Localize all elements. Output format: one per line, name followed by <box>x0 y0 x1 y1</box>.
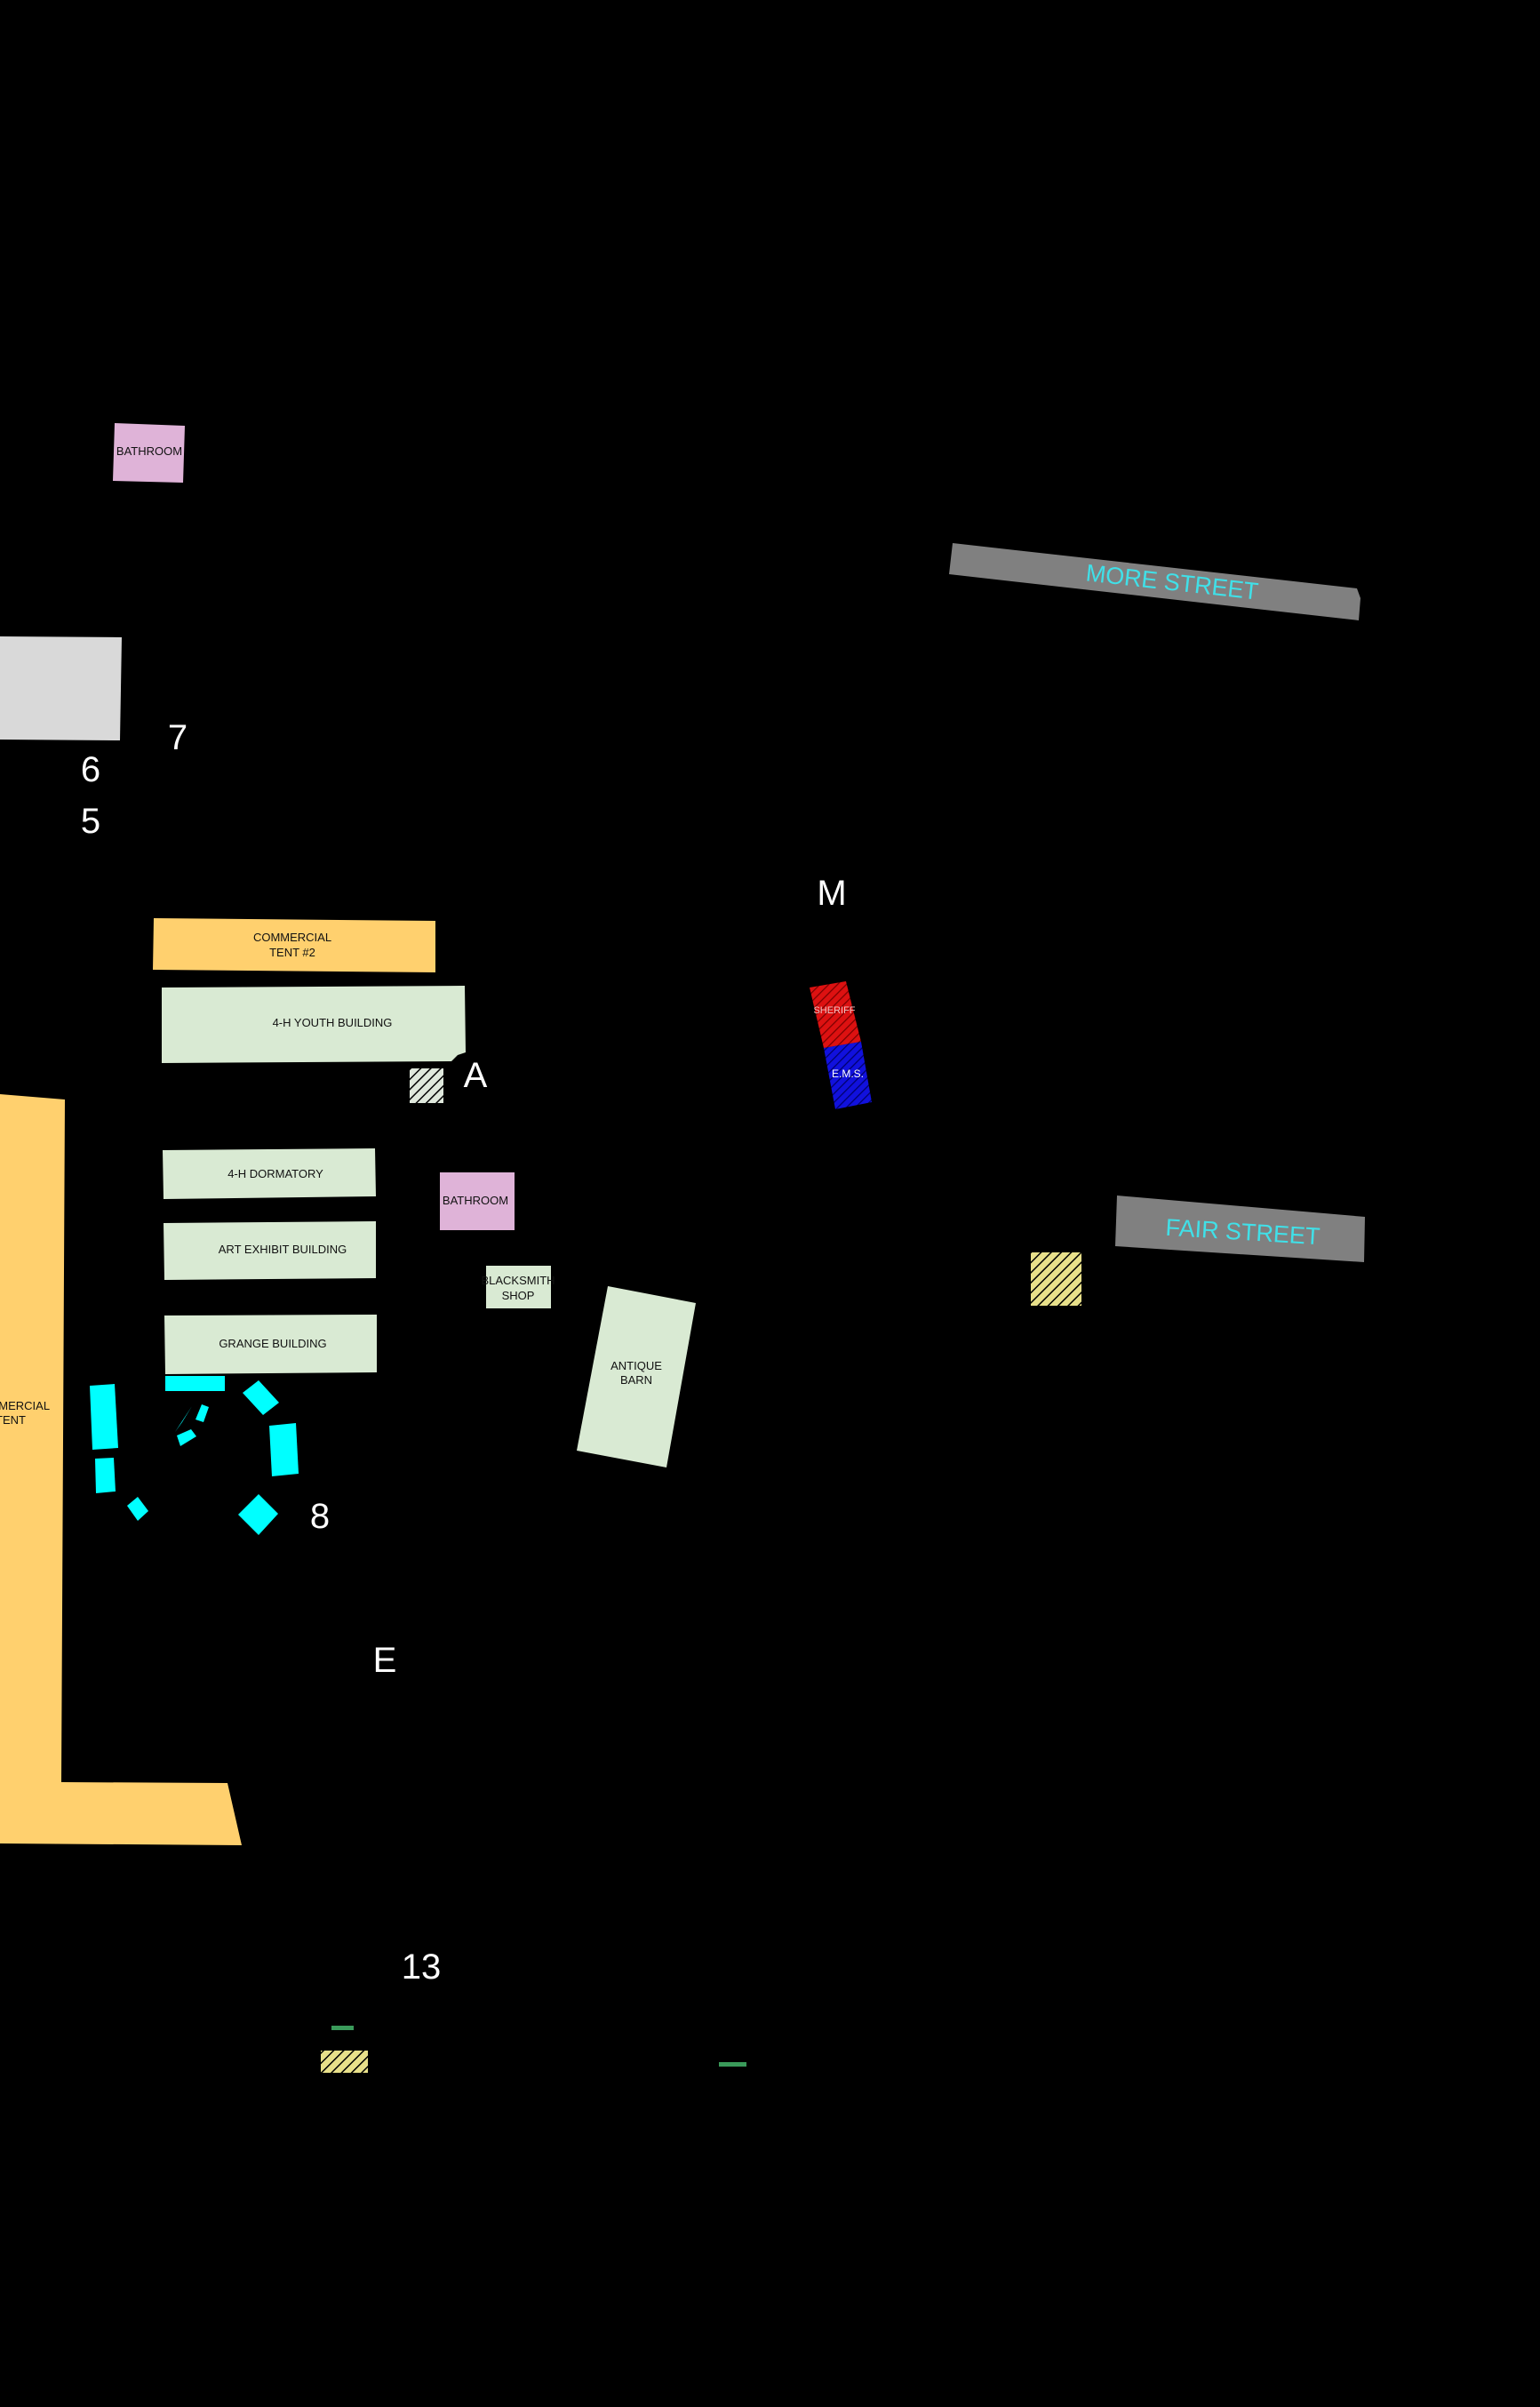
marker-a: A <box>464 1056 488 1095</box>
ems-block: E.M.S. <box>824 1042 872 1109</box>
fair-street: FAIR STREET <box>1115 1196 1365 1262</box>
hatched-marker-bottom <box>321 2051 368 2073</box>
marker-7: 7 <box>168 718 188 757</box>
commercial-tent-2: COMMERCIAL TENT #2 <box>153 918 435 972</box>
marker-6: 6 <box>81 750 100 789</box>
green-mark-2 <box>719 2062 746 2067</box>
antique-barn: ANTIQUE BARN <box>577 1286 696 1467</box>
grange-building: GRANGE BUILDING <box>164 1315 377 1374</box>
commercial-tent-line1: COMMERCIAL <box>0 1399 50 1412</box>
bathroom-mid-label: BATHROOM <box>443 1194 508 1207</box>
grey-tent <box>0 636 122 740</box>
blacksmith-line2: SHOP <box>502 1289 535 1302</box>
marker-8: 8 <box>310 1497 330 1536</box>
antique-barn-line2: BARN <box>620 1373 652 1387</box>
blacksmith-line1: BLACKSMITH <box>481 1274 555 1287</box>
hatched-marker-fair <box>1031 1252 1081 1306</box>
youth-building: 4-H YOUTH BUILDING <box>162 986 466 1063</box>
ems-label: E.M.S. <box>832 1068 864 1080</box>
hatched-marker-a <box>410 1068 443 1103</box>
bathroom-mid: BATHROOM <box>440 1172 515 1230</box>
sheriff-label: SHERIFF <box>813 1005 855 1016</box>
dormatory-label: 4-H DORMATORY <box>227 1167 323 1180</box>
commercial-tent-2-line1: COMMERCIAL <box>253 931 331 944</box>
bathroom-top: BATHROOM <box>113 423 185 483</box>
art-exhibit-label: ART EXHIBIT BUILDING <box>219 1243 347 1256</box>
commercial-tent-2-line2: TENT #2 <box>269 946 315 959</box>
marker-m: M <box>817 874 846 913</box>
green-mark-1 <box>331 2026 354 2030</box>
marker-e: E <box>373 1641 397 1680</box>
marker-5: 5 <box>81 802 100 841</box>
cyan-structures <box>90 1376 299 1535</box>
blacksmith-shop: BLACKSMITH SHOP <box>481 1266 555 1308</box>
more-street: MORE STREET <box>949 543 1360 620</box>
commercial-tent-line2: TENT <box>0 1413 26 1427</box>
art-exhibit-building: ART EXHIBIT BUILDING <box>164 1221 376 1280</box>
marker-13: 13 <box>402 1947 442 1987</box>
antique-barn-line1: ANTIQUE <box>610 1359 662 1372</box>
sheriff-block: SHERIFF <box>810 981 861 1048</box>
grange-label: GRANGE BUILDING <box>219 1337 326 1350</box>
dormatory: 4-H DORMATORY <box>163 1148 376 1199</box>
bathroom-top-label: BATHROOM <box>116 444 182 458</box>
commercial-tent: COMMERCIAL TENT <box>0 1094 242 1845</box>
youth-building-label: 4-H YOUTH BUILDING <box>273 1016 393 1029</box>
